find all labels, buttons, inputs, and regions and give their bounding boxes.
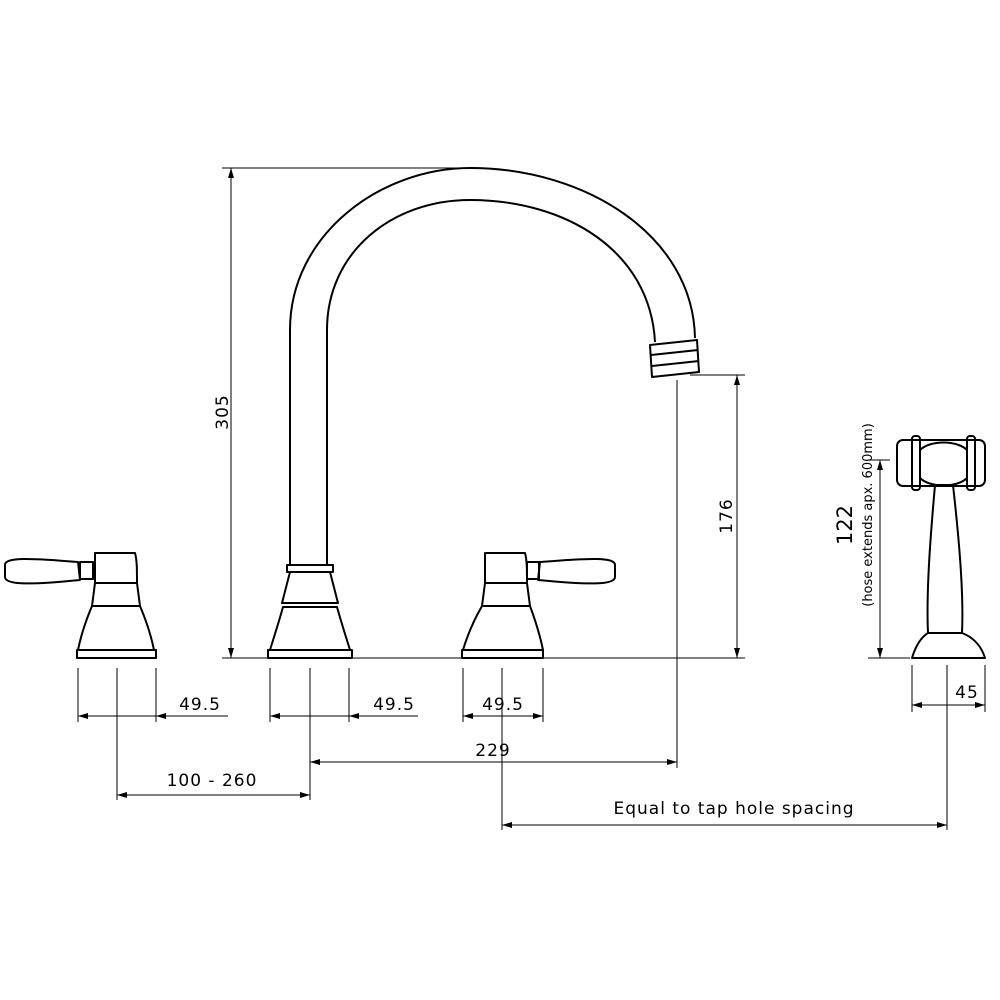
extension-lines <box>77 380 986 830</box>
dimension-tap-spacing: 100 - 260 <box>117 771 310 798</box>
dimension-label: 100 - 260 <box>167 771 258 791</box>
dimension-spray-base: 45 <box>912 683 985 708</box>
dimension-label: 176 <box>717 498 737 533</box>
dimension-spray-height: 122 (hose extends apx. 600mm) <box>833 423 910 659</box>
dimension-label: 49.5 <box>482 695 524 715</box>
spout-base <box>267 564 353 659</box>
dimension-label: 305 <box>213 394 233 429</box>
dimension-height-total: 305 <box>213 167 470 658</box>
dimension-label: 45 <box>955 683 979 703</box>
dimension-label: Equal to tap hole spacing <box>613 799 854 819</box>
hose-note: (hose extends apx. 600mm) <box>861 423 876 607</box>
dimension-spout-clearance: 176 <box>690 374 745 658</box>
spout <box>289 167 700 565</box>
left-handle <box>4 552 157 659</box>
dimension-spout-base: 49.5 <box>270 695 418 719</box>
dimension-label: 229 <box>475 741 510 761</box>
right-handle <box>461 552 616 659</box>
dimension-spout-reach: 229 <box>310 741 677 765</box>
dimension-right-handle: 49.5 <box>463 695 543 719</box>
side-spray <box>896 435 986 659</box>
dimension-left-handle: 49.5 <box>78 695 228 719</box>
dimension-spray-spacing: Equal to tap hole spacing <box>502 799 947 828</box>
dimension-label: 49.5 <box>179 695 221 715</box>
dimension-label: 122 <box>833 505 857 545</box>
dimension-label: 49.5 <box>373 695 415 715</box>
